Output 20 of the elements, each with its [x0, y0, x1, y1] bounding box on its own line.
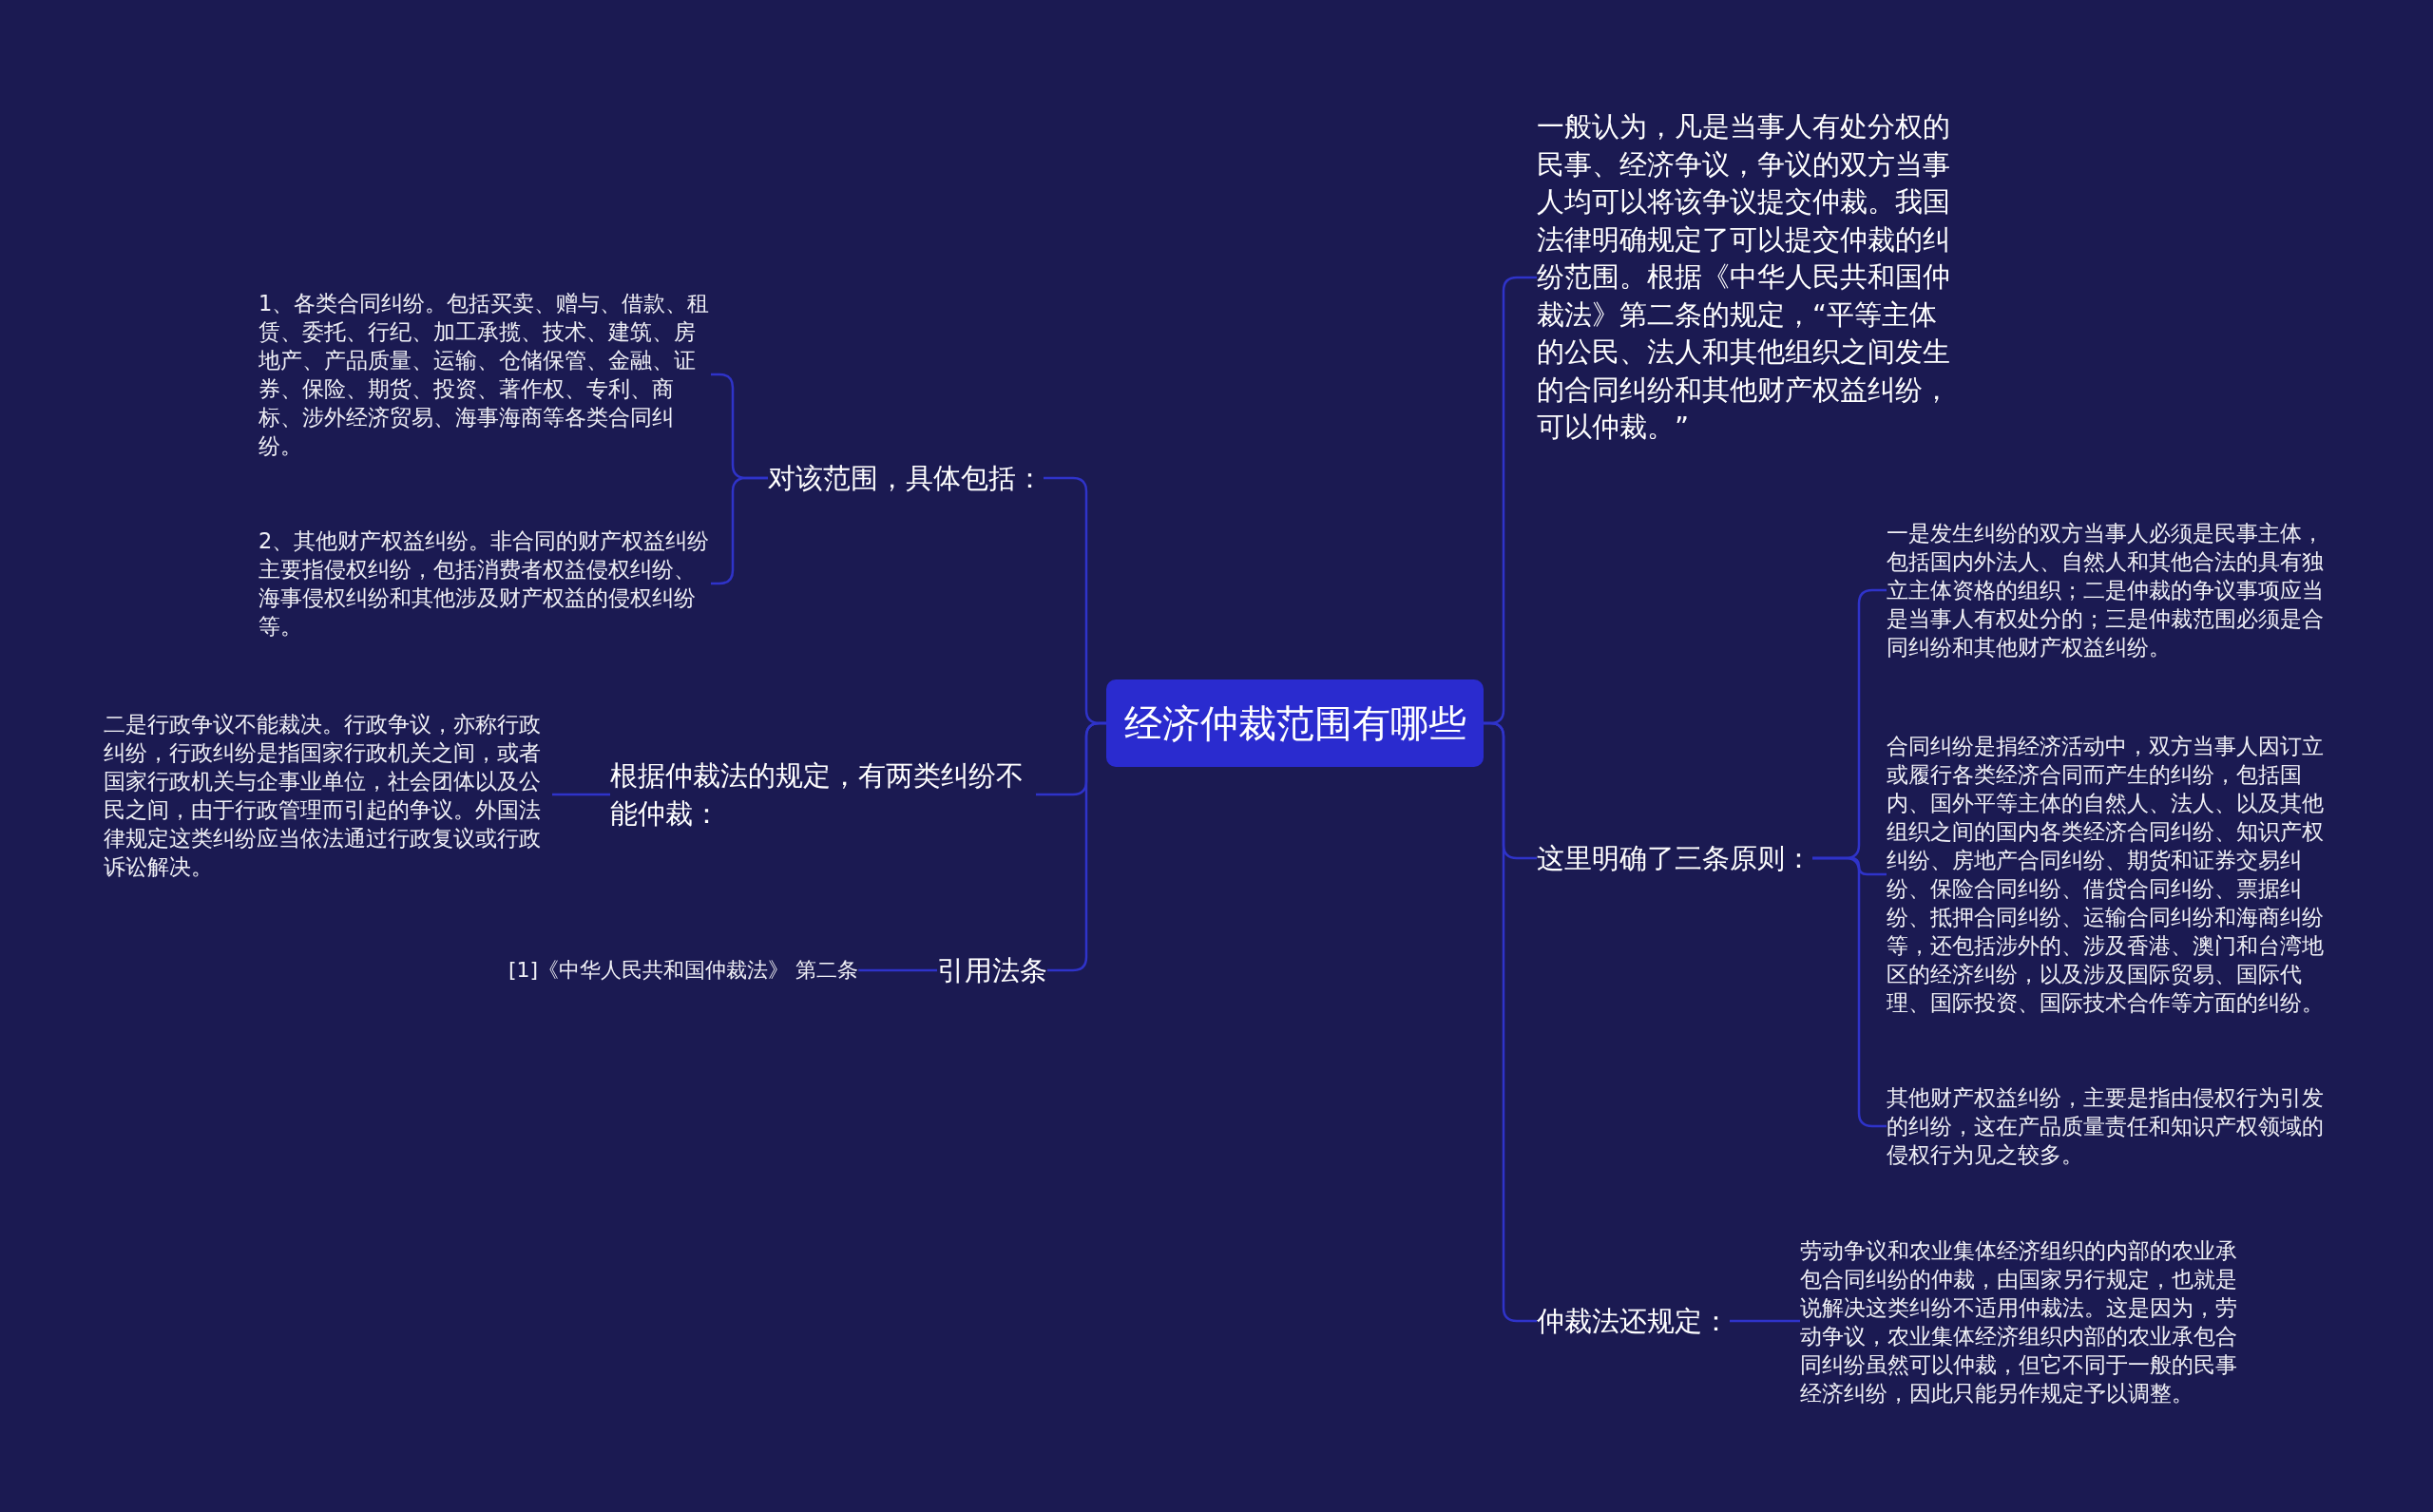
branch-topic: 引用法条 [937, 951, 1047, 989]
note-text: 劳动争议和农业集体经济组织的内部的农业承包合同纠纷的仲裁，由国家另行规定，也就是说解决这类纠纷不适用仲裁法。这是因为，劳动争议，农业集体经济组织内部的农业承包合同纠纷虽然可以仲裁，但它不同于一般的民事经济纠纷，因此只能另作规定予以调整。 [1800, 1236, 2249, 1407]
note-text: 合同纠纷是捐经济活动中，双方当事人因订立或履行各类经济合同而产生的纠纷，包括国内、国外平等主体的自然人、法人、以及其他组织之间的国内各类经济合同纠纷、知识产权纠纷、房地产合同纠纷、期货和证券交易纠纷、保险合同纠纷、借贷合同纠纷、票据纠纷、抵押合同纠纷、运输合同纠纷和海商纠纷等，还包括涉外的、涉及香港、澳门和台湾地区的经济纠纷，以及涉及国际贸易、国际代理、国际投资、国际技术合作等方面的纠纷。 [1887, 732, 2335, 1017]
note-text: 1、各类合同纠纷。包括买卖、赠与、借款、租赁、委托、行纪、加工承揽、技术、建筑、房地产、产品质量、运输、仓储保管、金融、证券、保险、期货、投资、著作权、专利、商标、涉外经济贸易、海事海商等各类合同纠纷。 [259, 289, 711, 460]
branch-topic: 对该范围，具体包括： [768, 459, 1044, 497]
connector-line [1047, 721, 1106, 972]
note-text: [1]《中华人民共和国仲裁法》 第二条 [508, 956, 859, 985]
branch-topic: 根据仲裁法的规定，有两类纠纷不能仲裁： [610, 756, 1036, 833]
note-text: 一是发生纠纷的双方当事人必须是民事主体，包括国内外法人、自然人和其他合法的具有独立主体资格的组织；二是仲裁的争议事项应当是当事人有权处分的；三是仲裁范围必须是合同纠纷和其他财产权益纠纷。 [1887, 519, 2335, 661]
central-topic-box: 经济仲裁范围有哪些 [1106, 679, 1484, 767]
branch-topic: 一般认为，凡是当事人有处分权的民事、经济争议，争议的双方当事人均可以将该争议提交仲裁。我国法律明确规定了可以提交仲裁的纠纷范围。根据《中华人民共和国仲裁法》第二条的规定，“平等主体的公民、法人和其他组织之间发生的合同纠纷和其他财产权益纠纷，可以仲裁。” [1537, 108, 1963, 447]
branch-topic: 仲裁法还规定： [1537, 1302, 1730, 1340]
note-text: 2、其他财产权益纠纷。非合同的财产权益纠纷主要指侵权纠纷，包括消费者权益侵权纠纷、海事侵权纠纷和其他涉及财产权益的侵权纠纷等。 [259, 526, 711, 641]
connector-line [1484, 721, 1537, 1323]
note-text: 其他财产权益纠纷，主要是指由侵权行为引发的纠纷，这在产品质量责任和知识产权领域的侵权行为见之较多。 [1887, 1083, 2335, 1169]
branch-topic: 这里明确了三条原则： [1537, 839, 1812, 877]
connector-line [1730, 1319, 1800, 1323]
connector-line [858, 968, 937, 972]
connector-line [552, 793, 610, 796]
note-text: 二是行政争议不能裁决。行政争议，亦称行政纠纷，行政纠纷是指国家行政机关之间，或者国家行政机关与企事业单位，社会团体以及公民之间，由于行政管理而引起的争议。外国法律规定这类纠纷应当依法通过行政复议或行政诉讼解决。 [104, 710, 552, 881]
